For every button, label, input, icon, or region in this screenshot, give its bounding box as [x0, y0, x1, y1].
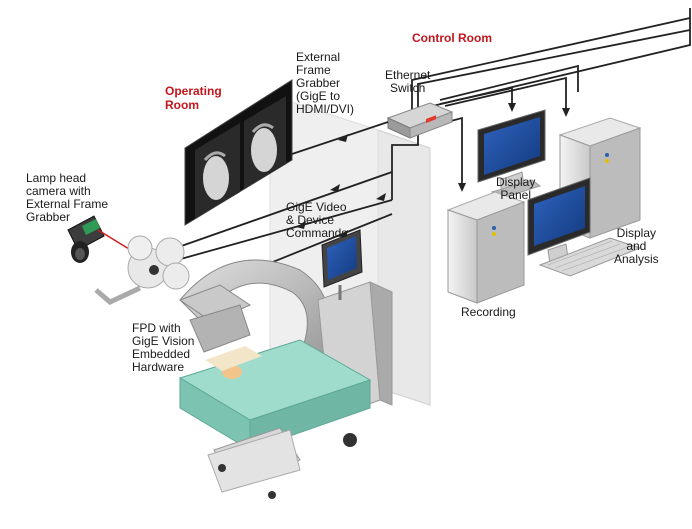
patient-bed	[178, 339, 372, 499]
fpd-label: FPD with GigE Vision Embedded Hardware	[132, 321, 195, 374]
control-room-title: Control Room	[412, 31, 492, 45]
recording-label: Recording	[461, 305, 516, 319]
lamp-head-camera-label: Lamp head camera with External Frame Gra…	[26, 171, 109, 224]
surgical-monitor	[184, 79, 293, 226]
c-arm-monitor	[321, 229, 363, 300]
recording-computer-tower	[446, 191, 526, 304]
display-analysis-label: Display and Analysis	[614, 226, 659, 266]
ethernet-switch-device	[386, 102, 454, 139]
ethernet-switch-label: Ethernet Switch	[385, 68, 431, 95]
lamp-head-camera	[67, 215, 105, 263]
gige-video-label: GigE Video & Device Commands	[286, 200, 348, 240]
cable-arrowheads	[458, 103, 570, 192]
display-panel-monitor	[477, 109, 546, 200]
keyboard	[538, 237, 642, 277]
surgical-lamp	[94, 235, 190, 305]
external-frame-grabber-label: External Frame Grabber (GigE to HDMI/DVI…	[296, 50, 354, 116]
operating-room-title: Operating Room	[165, 84, 222, 112]
display-panel-label: Display Panel	[496, 175, 536, 202]
